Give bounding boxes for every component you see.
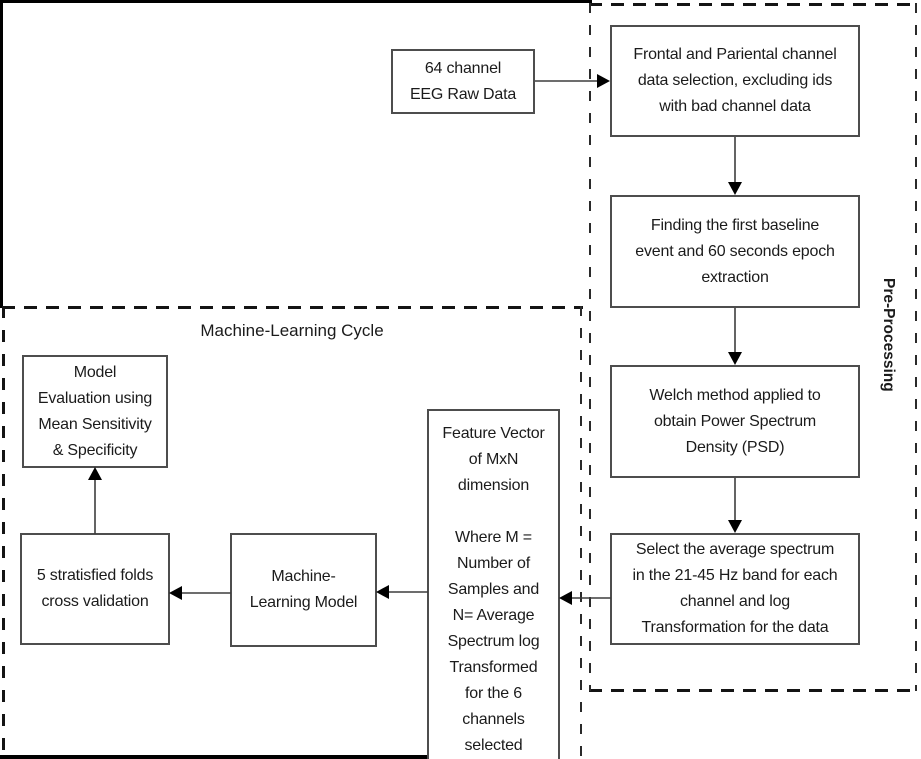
arrow-feature-to-model	[376, 585, 428, 599]
box-channel-selection: Frontal and Pariental channel data selec…	[610, 25, 860, 137]
box-welch-psd: Welch method applied to obtain Power Spe…	[610, 365, 860, 478]
box-baseline-epoch: Finding the first baseline event and 60 …	[610, 195, 860, 308]
box-cross-validation: 5 stratisfied folds cross validation	[20, 533, 170, 645]
preprocessing-border-right	[915, 3, 917, 691]
ml-cycle-border-left	[2, 306, 5, 759]
preprocessing-border-left	[589, 3, 591, 691]
box-eeg-raw-data: 64 channel EEG Raw Data	[391, 49, 535, 114]
arrow-welch-to-band	[728, 478, 742, 533]
box-ml-model: Machine- Learning Model	[230, 533, 377, 647]
arrow-crossval-to-eval	[88, 467, 102, 534]
preprocessing-border-bottom	[589, 689, 919, 692]
arrow-baseline-to-welch	[728, 308, 742, 365]
box-model-evaluation: Model Evaluation using Mean Sensitivity …	[22, 355, 168, 468]
ml-cycle-border-top	[2, 306, 583, 309]
frame-left-line	[0, 0, 3, 308]
box-band-selection: Select the average spectrum in the 21-45…	[610, 533, 860, 645]
ml-cycle-border-right	[580, 306, 582, 759]
arrow-raw-to-selection	[535, 74, 610, 88]
preprocessing-label: Pre-Processing	[880, 278, 897, 392]
ml-cycle-title: Machine-Learning Cycle	[200, 321, 384, 340]
arrow-band-to-feature	[559, 591, 611, 605]
frame-top-line	[0, 0, 592, 3]
box-feature-vector: Feature Vector of MxN dimension Where M …	[427, 409, 560, 759]
frame-bottom-line	[0, 755, 427, 759]
arrow-selection-to-baseline	[728, 137, 742, 195]
arrow-model-to-crossval	[169, 586, 231, 600]
preprocessing-border-top	[589, 3, 919, 6]
